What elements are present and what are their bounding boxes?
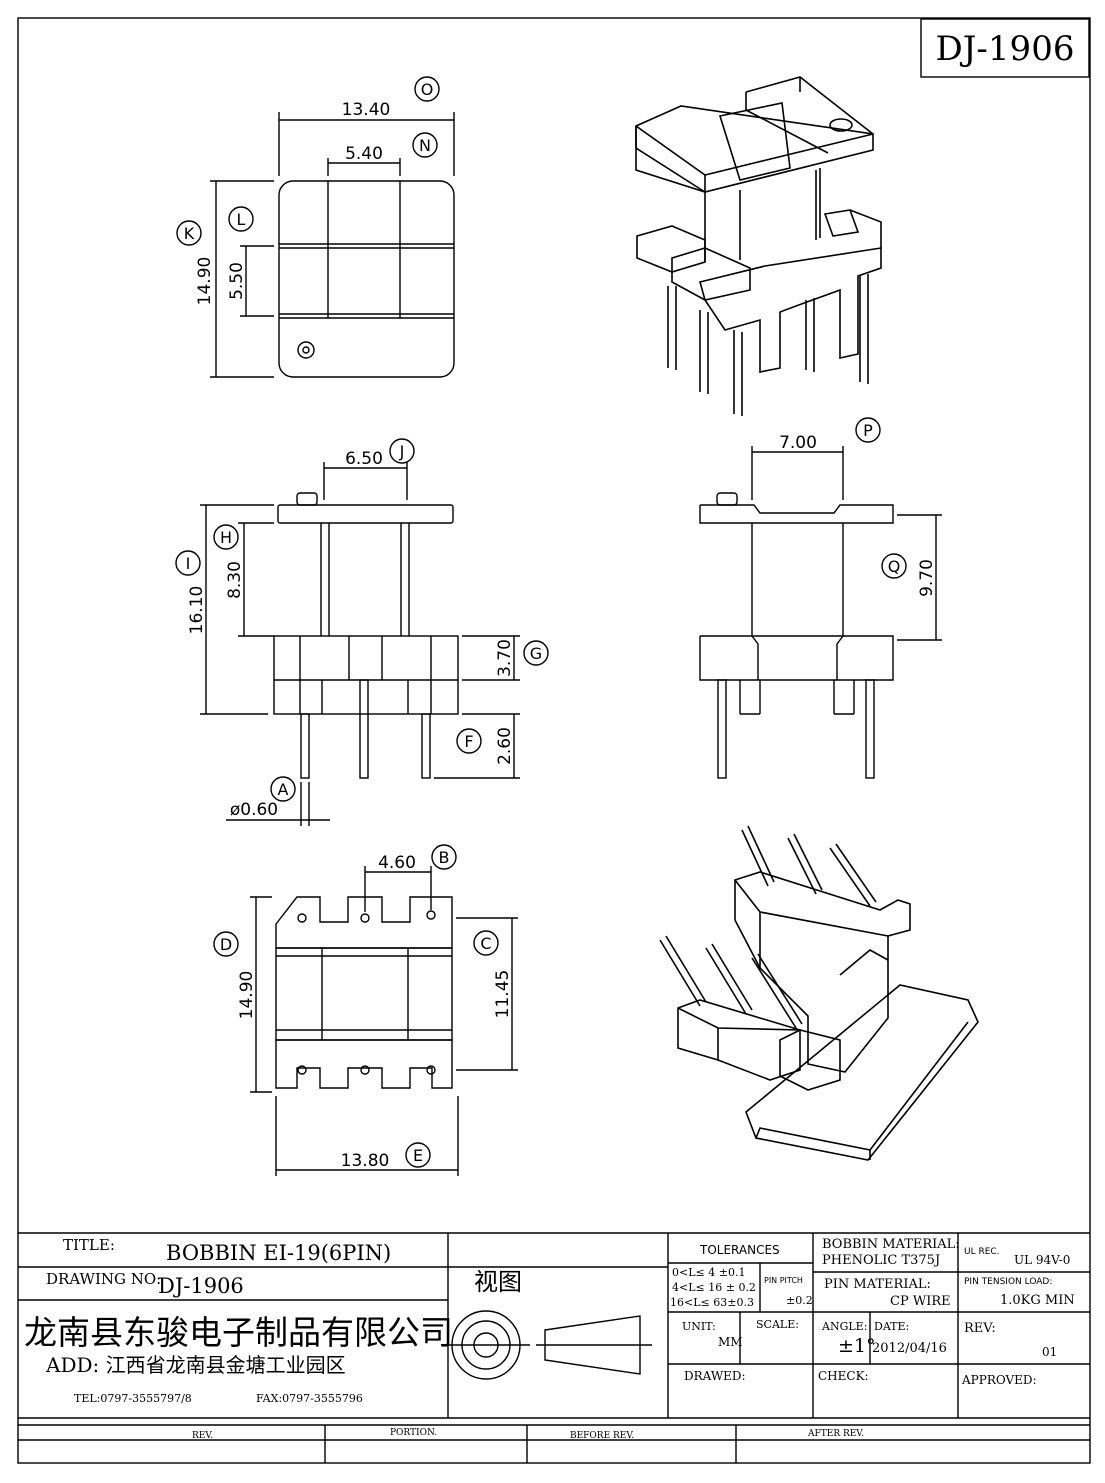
pin-tension-value: 1.0KG MIN: [1000, 1293, 1075, 1308]
dim-k: 14.90: [195, 257, 215, 306]
rev-value: 01: [1042, 1345, 1057, 1359]
ul-value: UL 94V-0: [1014, 1253, 1070, 1267]
label-h: H: [220, 528, 232, 547]
dim-g: 3.70: [495, 639, 515, 677]
dim-h: 8.30: [225, 561, 245, 599]
date-label: DATE:: [874, 1320, 909, 1333]
dim-f: 2.60: [495, 727, 515, 765]
rev-column: REV.: [192, 1431, 213, 1441]
label-n: N: [419, 136, 431, 155]
company-address: ADD: 江西省龙南县金塘工业园区: [45, 1353, 346, 1377]
dim-q: 9.70: [917, 559, 937, 597]
top-view-outline: [278, 180, 455, 378]
top-view: 13.40 O 5.40 N 14.90 K 5.50 L: [176, 76, 455, 378]
isometric-view-bottom: [659, 825, 979, 1161]
title-block: [18, 1232, 1090, 1463]
label-p: P: [863, 421, 873, 440]
dim-c: 11.45: [493, 970, 513, 1019]
unit-label: UNIT:: [682, 1320, 716, 1333]
rev-label: REV:: [964, 1321, 996, 1336]
title-label: TITLE:: [63, 1236, 115, 1254]
view-label: 视图: [474, 1268, 522, 1296]
drawing-no-value: DJ-1906: [158, 1274, 244, 1298]
pin-material-value: CP WIRE: [890, 1294, 951, 1309]
pin-tension-label: PIN TENSION LOAD:: [964, 1277, 1052, 1287]
bobbin-material-label: BOBBIN MATERIAL:: [822, 1237, 960, 1252]
label-d: D: [220, 935, 232, 954]
label-l: L: [237, 210, 246, 229]
dim-a: ø0.60: [230, 800, 278, 820]
dim-o: 13.40: [342, 100, 391, 120]
front-view: 6.50 J 16.10 I 8.30 H 3.70 G 2.60 F ø0.6…: [175, 438, 549, 826]
label-c: C: [480, 934, 491, 953]
drawing-no-label: DRAWING NO:: [46, 1270, 161, 1288]
dim-j: 6.50: [345, 449, 383, 469]
tolerances-label: TOLERANCES: [699, 1243, 780, 1257]
company-fax: FAX:0797-3555796: [256, 1392, 363, 1405]
before-rev-column: BEFORE REV.: [570, 1431, 634, 1441]
tolerance-2: 4<L≤ 16 ± 0.2: [672, 1281, 756, 1294]
date-value: 2012/04/16: [872, 1341, 947, 1356]
pin-pitch-value: ±0.2: [786, 1294, 813, 1307]
bobbin-material-value: PHENOLIC T375J: [822, 1253, 940, 1268]
angle-label: ANGLE:: [821, 1320, 867, 1333]
company-name: 龙南县东骏电子制品有限公司: [24, 1313, 453, 1352]
dim-d: 14.90: [237, 971, 257, 1020]
ul-label: UL REC.: [964, 1247, 1000, 1257]
check-label: CHECK:: [818, 1369, 869, 1383]
label-o: O: [421, 80, 434, 99]
label-q: Q: [888, 557, 901, 576]
bottom-view: 4.60 B 14.90 D 11.45 C 13.80 E: [213, 844, 518, 1176]
dim-e: 13.80: [341, 1151, 390, 1171]
label-e: E: [413, 1146, 423, 1165]
dim-l: 5.50: [227, 262, 247, 300]
pin-pitch-label: PIN PITCH: [764, 1276, 803, 1285]
label-a: A: [278, 780, 289, 799]
tolerance-1: 0<L≤ 4 ±0.1: [672, 1266, 745, 1279]
label-j: J: [399, 442, 405, 461]
drawing-code: DJ-1906: [936, 29, 1075, 69]
angle-value: ±1°: [838, 1335, 876, 1357]
dim-n: 5.40: [345, 144, 383, 164]
label-k: K: [184, 224, 195, 243]
side-view: 7.00 P 9.70 Q: [699, 417, 942, 779]
label-b: B: [439, 848, 450, 867]
title-value: BOBBIN EI-19(6PIN): [166, 1241, 391, 1265]
dim-i: 16.10: [187, 586, 207, 635]
drawed-label: DRAWED:: [684, 1369, 746, 1383]
sheet-border: [17, 17, 1091, 1464]
dim-p: 7.00: [779, 433, 817, 453]
isometric-view-top: [635, 76, 882, 416]
tolerance-3: 16<L≤ 63±0.3: [670, 1296, 754, 1309]
code-box: [920, 18, 1090, 78]
portion-column: PORTION.: [390, 1428, 437, 1438]
dim-b: 4.60: [378, 853, 416, 873]
label-i: I: [186, 554, 191, 573]
scale-label: SCALE:: [756, 1318, 799, 1331]
label-g: G: [530, 644, 542, 663]
company-tel: TEL:0797-3555797/8: [74, 1392, 192, 1405]
unit-value: MM: [718, 1335, 743, 1349]
after-rev-column: AFTER REV.: [807, 1429, 864, 1439]
pin-material-label: PIN MATERIAL:: [824, 1277, 931, 1292]
label-f: F: [464, 732, 473, 751]
approved-label: APPROVED:: [961, 1373, 1037, 1387]
